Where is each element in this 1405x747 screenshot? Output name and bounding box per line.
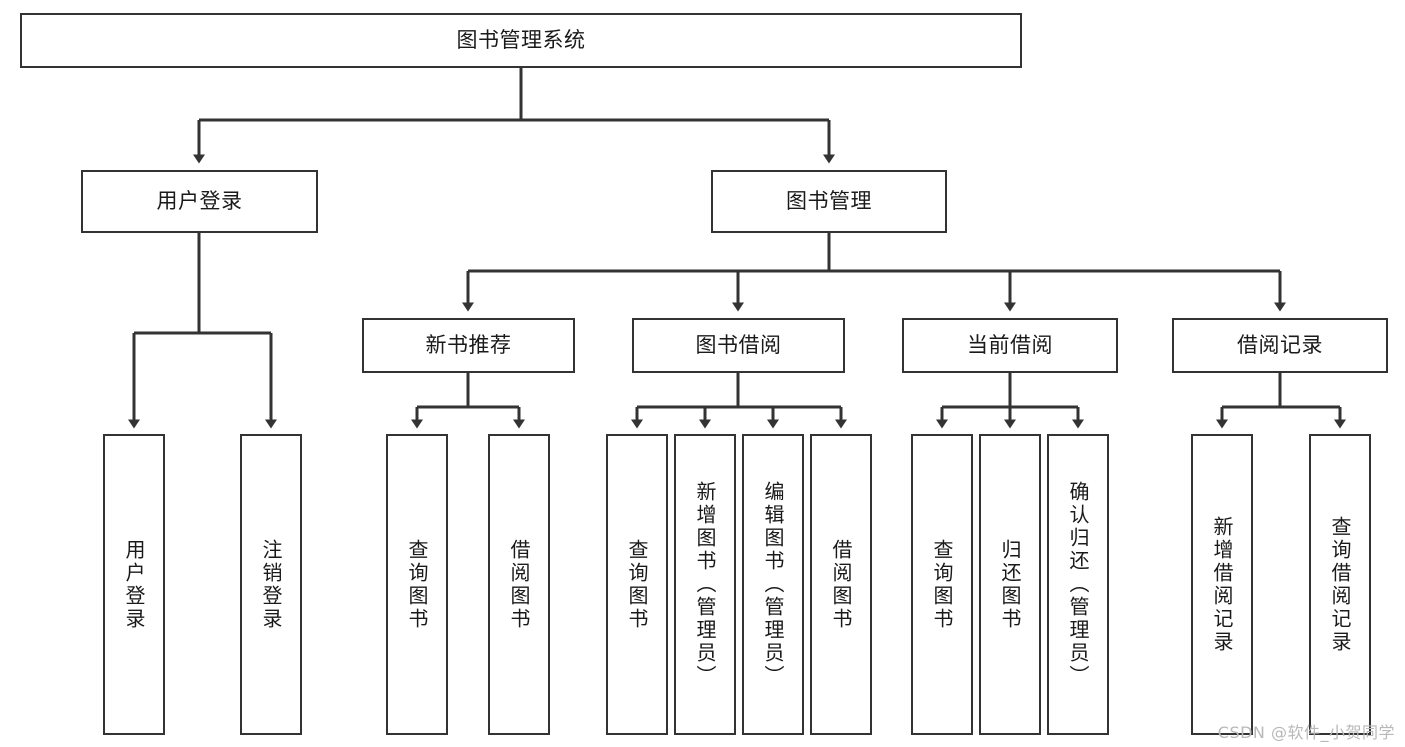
leaf-query-book-3[interactable]: 查询图书: [911, 434, 973, 735]
leaf-user-login[interactable]: 用户登录: [103, 434, 165, 735]
leaf-add-book-label: 新增图书（管理员）: [693, 481, 717, 688]
node-book-borrow[interactable]: 图书借阅: [632, 318, 845, 373]
node-new-book-rec[interactable]: 新书推荐: [362, 318, 575, 373]
leaf-edit-book-label: 编辑图书（管理员）: [761, 481, 785, 688]
node-book-manage[interactable]: 图书管理: [711, 170, 947, 233]
leaf-query-book-3-label: 查询图书: [930, 538, 954, 631]
node-new-book-rec-label: 新书推荐: [425, 332, 512, 357]
node-borrow-record-label: 借阅记录: [1237, 332, 1323, 357]
leaf-user-login-label: 用户登录: [122, 538, 146, 631]
node-book-borrow-label: 图书借阅: [695, 332, 782, 357]
leaf-confirm-return-label: 确认归还（管理员）: [1066, 481, 1090, 688]
leaf-user-logout-label: 注销登录: [259, 538, 283, 631]
leaf-query-book-2-label: 查询图书: [625, 538, 649, 631]
node-root-label: 图书管理系统: [456, 27, 586, 52]
leaf-add-record[interactable]: 新增借阅记录: [1191, 434, 1253, 735]
leaf-query-record-label: 查询借阅记录: [1328, 515, 1352, 654]
node-root[interactable]: 图书管理系统: [20, 13, 1022, 68]
node-current-borrow[interactable]: 当前借阅: [902, 318, 1118, 373]
leaf-borrow-book-1-label: 借阅图书: [507, 538, 531, 631]
node-current-borrow-label: 当前借阅: [967, 332, 1053, 357]
leaf-borrow-book-2-label: 借阅图书: [829, 538, 853, 631]
csdn-watermark: CSDN @软件_小贺同学: [1217, 723, 1395, 742]
leaf-return-book-label: 归还图书: [998, 538, 1022, 631]
leaf-borrow-book-2[interactable]: 借阅图书: [810, 434, 872, 735]
leaf-query-book-2[interactable]: 查询图书: [606, 434, 668, 735]
leaf-confirm-return[interactable]: 确认归还（管理员）: [1047, 434, 1109, 735]
leaf-add-book[interactable]: 新增图书（管理员）: [674, 434, 736, 735]
node-book-manage-label: 图书管理: [786, 188, 872, 213]
leaf-return-book[interactable]: 归还图书: [979, 434, 1041, 735]
node-user-login-label: 用户登录: [156, 188, 243, 213]
leaf-add-record-label: 新增借阅记录: [1210, 515, 1234, 654]
leaf-query-record[interactable]: 查询借阅记录: [1309, 434, 1371, 735]
node-user-login[interactable]: 用户登录: [81, 170, 318, 233]
leaf-query-book-1[interactable]: 查询图书: [386, 434, 448, 735]
node-borrow-record[interactable]: 借阅记录: [1172, 318, 1388, 373]
leaf-borrow-book-1[interactable]: 借阅图书: [488, 434, 550, 735]
leaf-user-logout[interactable]: 注销登录: [240, 434, 302, 735]
leaf-edit-book[interactable]: 编辑图书（管理员）: [742, 434, 804, 735]
leaf-query-book-1-label: 查询图书: [405, 538, 429, 631]
